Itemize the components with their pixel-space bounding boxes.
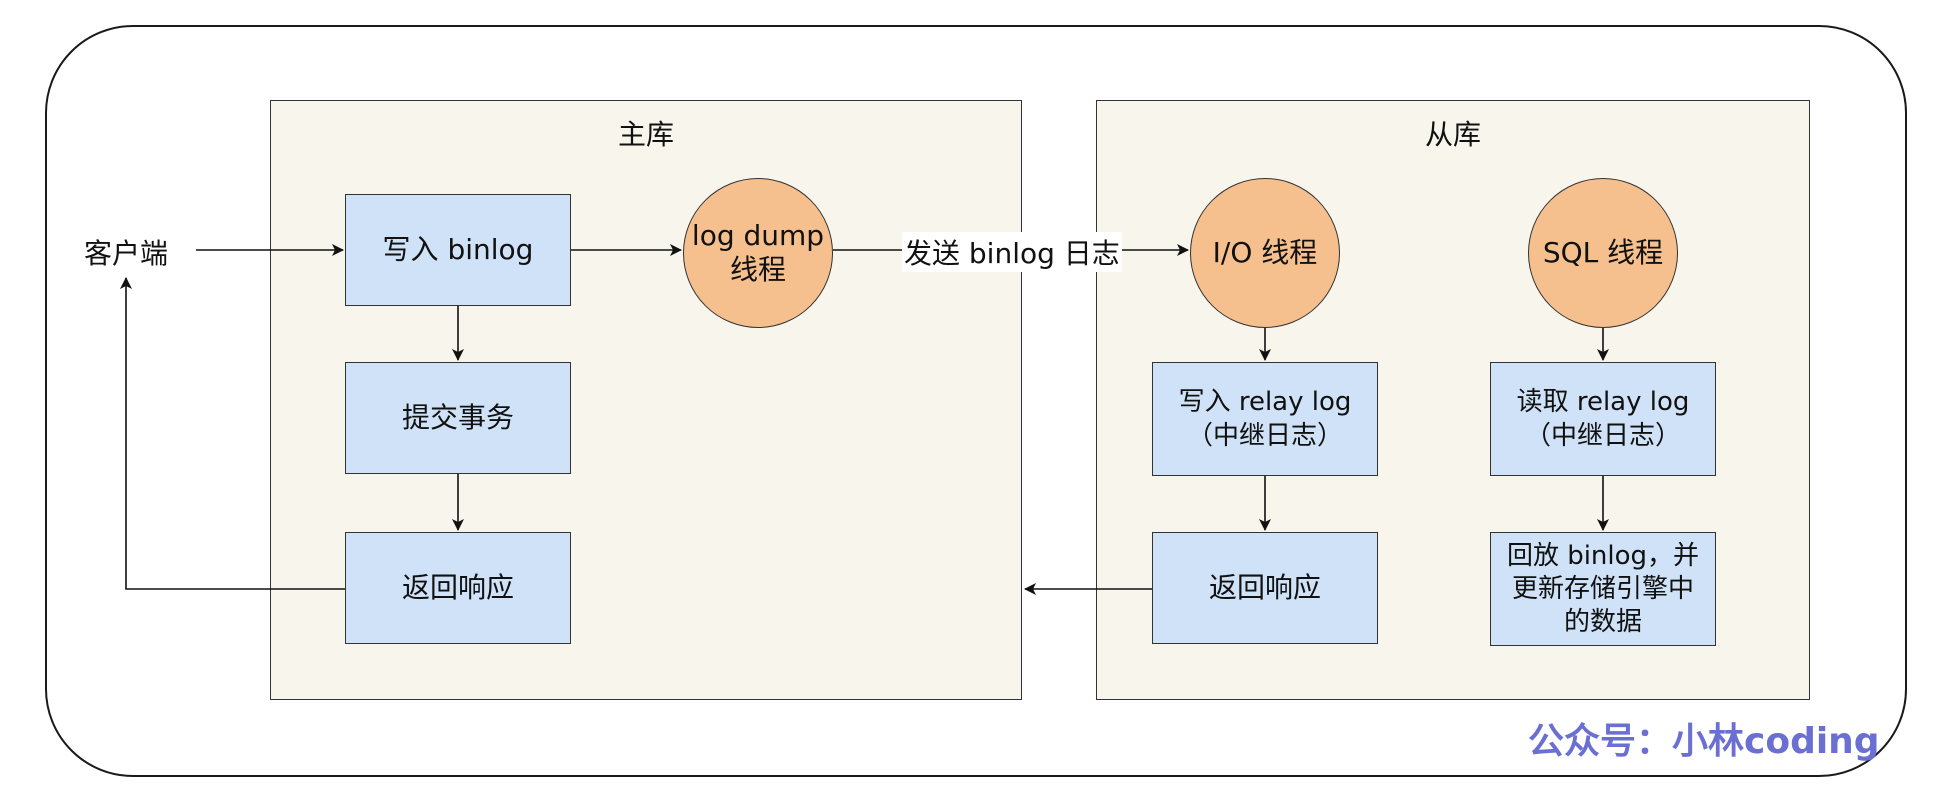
master-respond-text: 返回响应 <box>401 571 514 604</box>
log-dump-line-2: 线程 <box>729 253 786 286</box>
client-label: 客户端 <box>84 237 169 270</box>
replay-line-3: 的数据 <box>1563 606 1642 637</box>
replay-line-2: 更新存储引擎中 <box>1511 573 1694 604</box>
io-thread-text: I/O 线程 <box>1212 236 1318 269</box>
io-thread-node: I/O 线程 <box>1190 178 1340 328</box>
log-dump-line-1: log dump <box>691 219 825 252</box>
replay-line-1: 回放 binlog，并 <box>1506 540 1700 571</box>
replay-binlog-box: 回放 binlog，并 更新存储引擎中 的数据 <box>1490 532 1716 646</box>
watermark: 公众号：小林coding <box>1528 721 1880 762</box>
master-title: 主库 <box>617 118 674 151</box>
slave-title: 从库 <box>1424 118 1481 151</box>
read-relay-line-1: 读取 relay log <box>1516 387 1690 417</box>
master-respond-box: 返回响应 <box>345 532 571 644</box>
log-dump-thread-node: log dump 线程 <box>683 178 833 328</box>
slave-respond-box: 返回响应 <box>1152 532 1378 644</box>
send-binlog-label: 发送 binlog 日志 <box>902 232 1122 272</box>
write-binlog-box: 写入 binlog <box>345 194 571 306</box>
sql-thread-node: SQL 线程 <box>1528 178 1678 328</box>
write-binlog-text: 写入 binlog <box>382 233 534 266</box>
diagram-frame <box>45 25 1907 777</box>
write-relay-line-1: 写入 relay log <box>1178 387 1352 417</box>
slave-respond-text: 返回响应 <box>1208 571 1321 604</box>
write-relay-line-2: （中继日志） <box>1186 421 1343 451</box>
sql-thread-text: SQL 线程 <box>1542 236 1664 269</box>
read-relay-log-box: 读取 relay log （中继日志） <box>1490 362 1716 476</box>
arrow-respond-to-client <box>120 277 345 590</box>
commit-transaction-box: 提交事务 <box>345 362 571 474</box>
read-relay-line-2: （中继日志） <box>1524 421 1681 451</box>
commit-transaction-text: 提交事务 <box>401 401 514 434</box>
write-relay-log-box: 写入 relay log （中继日志） <box>1152 362 1378 476</box>
